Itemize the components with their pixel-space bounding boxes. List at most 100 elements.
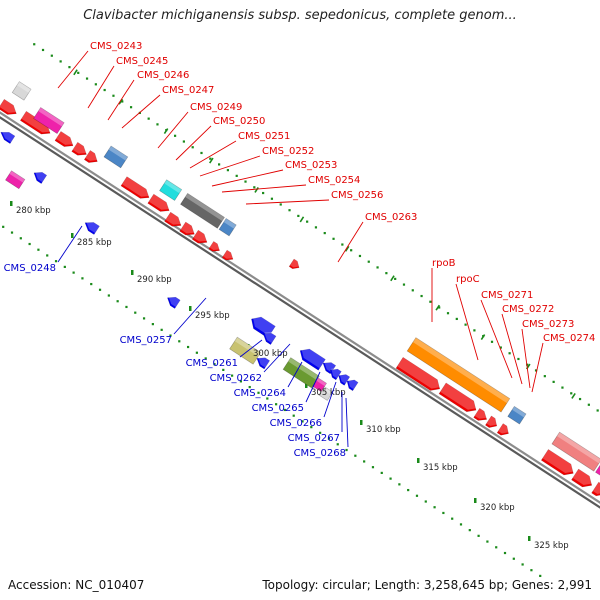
gene-box[interactable] (218, 218, 237, 237)
gene-box[interactable] (33, 107, 65, 135)
gene-reverse[interactable] (0, 130, 16, 144)
genome-summary-text: Topology: circular; Length: 3,258,645 bp… (262, 578, 592, 592)
reverse-gene-label[interactable]: CMS_0266 (270, 418, 322, 429)
gene-box[interactable] (11, 81, 32, 101)
gene-reverse[interactable] (346, 378, 360, 392)
forward-gene-label[interactable]: CMS_0249 (190, 102, 242, 113)
forward-gene-label[interactable]: CMS_0272 (502, 304, 554, 315)
gene-box[interactable] (507, 405, 527, 425)
gene-forward[interactable] (83, 148, 99, 163)
kbp-tick-label: 280 kbp (16, 206, 51, 216)
gene-forward[interactable] (473, 406, 488, 421)
gene-forward[interactable] (540, 447, 575, 476)
gene-reverse[interactable] (329, 367, 343, 381)
leader-line (57, 50, 89, 89)
forward-gene-label[interactable]: CMS_0246 (137, 70, 189, 81)
gene-box[interactable] (595, 461, 600, 481)
forward-gene-label[interactable]: CMS_0274 (543, 333, 595, 344)
leader-line (57, 225, 83, 263)
forward-gene-label[interactable]: rpoB (432, 258, 456, 269)
reverse-gene-label[interactable]: CMS_0262 (210, 373, 262, 384)
gene-reverse[interactable] (256, 356, 271, 370)
gene-forward[interactable] (485, 414, 498, 428)
forward-gene-label[interactable]: CMS_0252 (262, 146, 314, 157)
outer-tick-dot (147, 117, 150, 120)
inner-major-tick (189, 306, 192, 311)
reverse-gene-label[interactable]: CMS_0261 (186, 358, 238, 369)
gene-reverse[interactable] (262, 331, 278, 345)
kbp-tick-label: 315 kbp (423, 463, 458, 473)
gene-box[interactable] (103, 145, 129, 169)
gene-forward[interactable] (221, 248, 234, 261)
gene-box[interactable] (318, 386, 334, 401)
inner-tick-dot (63, 265, 66, 269)
forward-gene-label[interactable]: CMS_0263 (365, 212, 417, 223)
inner-tick-dot (37, 248, 40, 251)
outer-tick-dot (112, 94, 115, 97)
gene-forward[interactable] (54, 129, 75, 147)
gene-box[interactable] (5, 170, 26, 190)
outer-tick-dot (253, 186, 256, 189)
gene-reverse[interactable] (33, 170, 48, 184)
gene-forward[interactable] (179, 220, 196, 236)
outer-major-tick (480, 334, 486, 341)
gene-box[interactable] (282, 357, 320, 389)
forward-gene-label[interactable]: CMS_0247 (162, 85, 214, 96)
inner-tick-dot (468, 529, 471, 532)
forward-gene-label[interactable]: CMS_0273 (522, 319, 574, 330)
reverse-gene-label[interactable]: CMS_0257 (120, 335, 172, 346)
outer-major-tick (163, 128, 169, 135)
forward-gene-label[interactable]: CMS_0254 (308, 175, 360, 186)
gene-forward[interactable] (164, 210, 183, 227)
forward-gene-label[interactable]: CMS_0243 (90, 41, 142, 52)
forward-gene-label[interactable]: CMS_0271 (481, 290, 533, 301)
inner-tick-dot (107, 294, 110, 297)
reverse-gene-label[interactable]: CMS_0265 (252, 403, 304, 414)
gene-forward[interactable] (120, 174, 151, 199)
gene-forward[interactable] (591, 480, 600, 497)
forward-gene-label[interactable]: CMS_0251 (238, 131, 290, 142)
leader-line (501, 313, 523, 385)
gene-forward[interactable] (0, 97, 18, 115)
outer-tick-dot (235, 174, 238, 177)
inner-tick-dot (81, 277, 84, 280)
forward-gene-label[interactable]: rpoC (456, 274, 480, 285)
outer-major-tick (254, 187, 259, 193)
gene-box[interactable] (406, 337, 511, 413)
gene-box[interactable] (180, 192, 225, 229)
outer-tick-dot (68, 66, 71, 69)
outer-major-tick (344, 245, 350, 252)
gene-box[interactable] (551, 431, 600, 472)
gene-forward[interactable] (438, 380, 478, 413)
forward-gene-label[interactable]: CMS_0245 (116, 56, 168, 67)
gene-forward[interactable] (147, 192, 171, 212)
forward-gene-label[interactable]: CMS_0253 (285, 160, 337, 171)
gene-forward[interactable] (288, 257, 300, 270)
gene-reverse[interactable] (84, 220, 101, 235)
gene-forward[interactable] (571, 467, 594, 488)
leader-line (87, 65, 115, 109)
gene-reverse[interactable] (338, 372, 351, 386)
reverse-gene-label[interactable]: CMS_0267 (288, 433, 340, 444)
gene-forward[interactable] (191, 228, 209, 244)
outer-tick-dot (103, 88, 106, 92)
gene-box[interactable] (159, 179, 183, 201)
reverse-gene-label[interactable]: CMS_0264 (234, 388, 286, 399)
reverse-gene-label[interactable]: CMS_0248 (4, 263, 56, 274)
inner-tick-dot (204, 357, 207, 360)
kbp-tick-label: 310 kbp (366, 425, 401, 435)
gene-forward[interactable] (496, 421, 510, 436)
gene-forward[interactable] (71, 140, 88, 156)
forward-gene-label[interactable]: CMS_0250 (213, 116, 265, 127)
backbone-line (0, 111, 600, 504)
gene-reverse[interactable] (167, 295, 182, 309)
inner-tick-dot (521, 563, 524, 566)
gene-forward[interactable] (208, 239, 221, 252)
forward-gene-label[interactable]: CMS_0256 (331, 190, 383, 201)
kbp-tick-label: 325 kbp (534, 541, 569, 551)
gene-reverse[interactable] (299, 347, 327, 371)
inner-tick-dot (477, 534, 480, 537)
reverse-gene-label[interactable]: CMS_0268 (294, 448, 346, 459)
gene-forward[interactable] (395, 355, 442, 391)
